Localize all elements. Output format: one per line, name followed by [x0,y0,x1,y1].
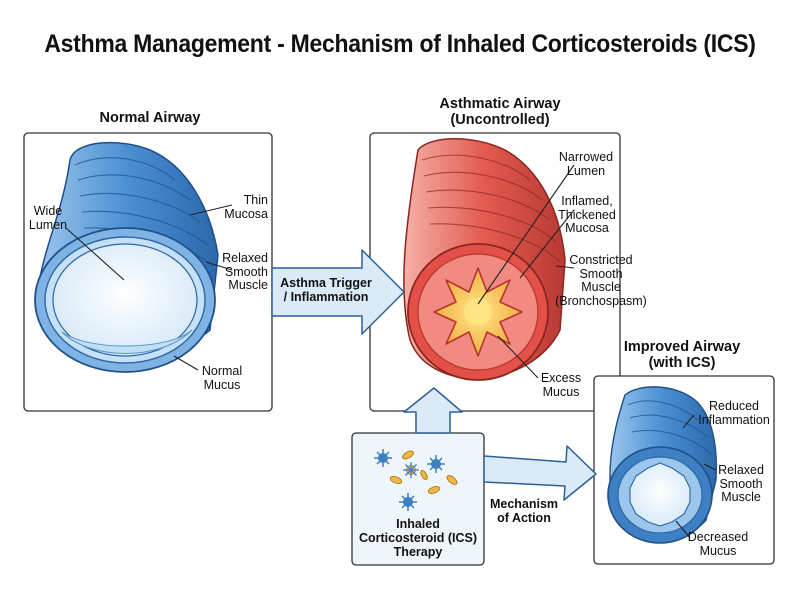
ics-molecules-icon [374,449,458,511]
trigger-arrow-label: Asthma Trigger / Inflammation [280,276,372,304]
mechanism-arrow-label: Mechanism of Action [489,497,559,525]
ics-therapy-label: Inhaled Corticosteroid (ICS) Therapy [358,517,478,559]
asthmatic-airway-heading: Asthmatic Airway (Uncontrolled) [439,96,561,128]
trigger-arrow [271,249,405,335]
improved-airway-illustration [607,386,718,544]
asthmatic-airway-illustration [403,138,566,381]
mechanism-arrow [483,445,597,501]
label-relaxed-smooth-muscle: Relaxed Smooth Muscle [222,251,268,292]
label-thin-mucosa: Thin Mucosa [224,193,268,221]
normal-airway-illustration [34,141,219,373]
ics-to-asthmatic-arrow [403,387,463,434]
label-normal-mucus: Normal Mucus [201,364,243,392]
label-relaxed-smooth-muscle-improved: Relaxed Smooth Muscle [718,463,764,504]
label-excess-mucus: Excess Mucus [540,371,582,399]
improved-airway-heading: Improved Airway (with ICS) [623,339,741,371]
label-decreased-mucus: Decreased Mucus [687,530,749,558]
label-reduced-inflammation: Reduced Inflammation [698,399,770,427]
page-title: Asthma Management - Mechanism of Inhaled… [44,30,756,58]
label-wide-lumen: Wide Lumen [28,204,68,232]
leader-lines [65,164,717,539]
label-inflamed-thickened-mucosa: Inflamed, Thickened Mucosa [558,194,616,235]
normal-airway-heading: Normal Airway [99,110,201,126]
label-constricted-smooth-muscle: Constricted Smooth Muscle (Bronchospasm) [555,253,647,308]
label-narrowed-lumen: Narrowed Lumen [558,150,614,178]
